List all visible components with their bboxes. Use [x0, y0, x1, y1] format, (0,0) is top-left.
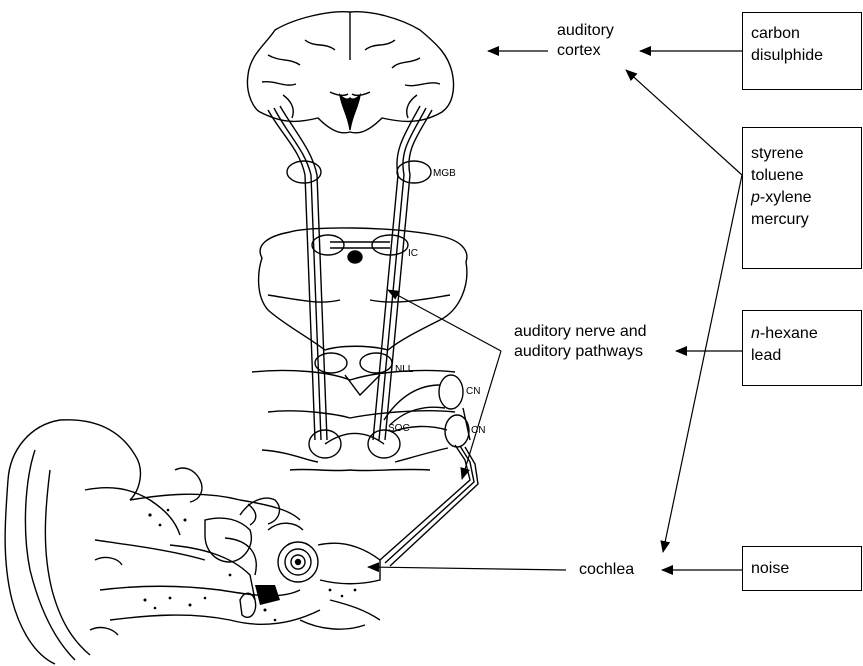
arrow-pathways-to-nerve [462, 351, 501, 479]
label-cochlea: cochlea [579, 560, 634, 580]
label-nll: NLL [395, 364, 414, 375]
label-ic: IC [408, 248, 418, 259]
label-soc: SOC [388, 423, 410, 434]
brain-drawing [247, 12, 478, 566]
arrow-solvents-to-cortex [626, 70, 742, 175]
arrow-solvents-to-cochlea [663, 175, 742, 552]
agent-box-carbon-disulphide: carbon disulphide [742, 12, 862, 90]
label-cn-lower: CN [471, 425, 485, 436]
label-auditory-pathways: auditory nerve and auditory pathways [514, 322, 647, 362]
arrow-pathways-to-brainstem [388, 290, 501, 351]
agent-box-noise: noise [742, 546, 862, 591]
label-mgb: MGB [433, 168, 456, 179]
agent-box-hexane-lead: n-hexane lead [742, 310, 862, 386]
label-cn-upper: CN [466, 386, 480, 397]
arrows [368, 51, 742, 570]
agent-box-aromatic-solvents: styrene toluene p-xylene mercury [742, 127, 862, 269]
arrow-cochlea-to-ear [368, 567, 566, 570]
label-auditory-cortex: auditory cortex [557, 21, 614, 61]
ear-drawing [5, 420, 380, 664]
